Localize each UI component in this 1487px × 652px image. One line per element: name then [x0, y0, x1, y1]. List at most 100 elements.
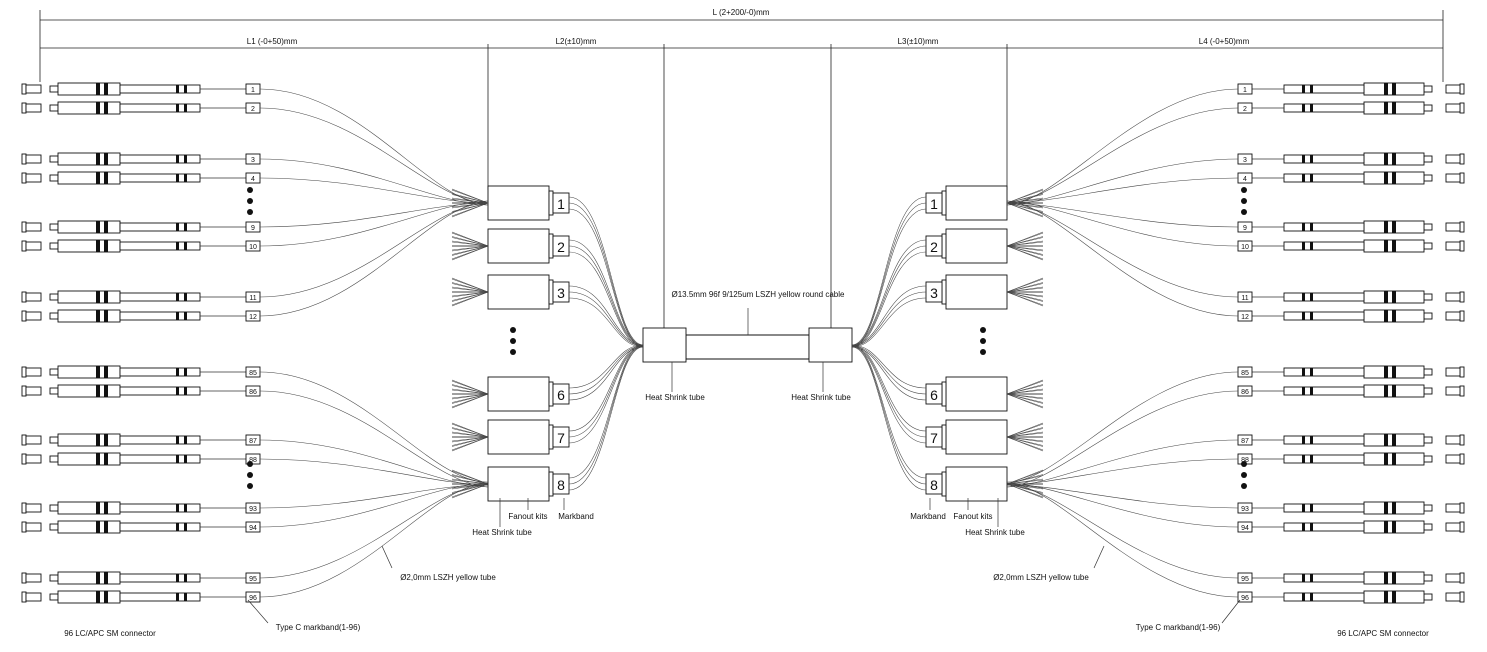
latch: [1384, 521, 1388, 533]
fiber-route: [568, 345, 644, 485]
ferrule: [49, 155, 59, 163]
connector-number: 95: [1241, 576, 1249, 583]
fiber-route: [851, 344, 927, 389]
boot: [1283, 173, 1365, 183]
boot-ring: [184, 574, 187, 582]
fiber-line: [451, 245, 489, 247]
latch: [1384, 102, 1388, 114]
ferrule: [1423, 242, 1433, 250]
boot-ring: [176, 387, 179, 395]
lc-connector: 88: [21, 452, 489, 486]
dust-cap: [25, 386, 42, 396]
latch: [104, 366, 108, 378]
fiber-line: [451, 380, 489, 395]
fiber-line: [1006, 283, 1044, 293]
fanout-number: 7: [557, 430, 565, 446]
heat-shrink-collar: [548, 471, 554, 497]
fiber-route: [1006, 88, 1239, 206]
dust-cap-end: [21, 572, 27, 584]
dust-cap: [1445, 367, 1461, 377]
ferrule: [49, 223, 59, 231]
fiber-line: [451, 237, 489, 247]
dust-cap-end: [21, 83, 27, 95]
latch: [104, 434, 108, 446]
connector-number: 12: [1241, 314, 1249, 321]
boot: [1283, 454, 1365, 464]
boot-ring: [184, 593, 187, 601]
fiber-route: [1006, 390, 1239, 488]
boot-ring: [1302, 593, 1305, 601]
boot-ring: [176, 368, 179, 376]
ferrule: [1423, 593, 1433, 601]
fanout-kit: 8: [451, 344, 644, 502]
fanout-number: 8: [930, 477, 938, 493]
dust-cap: [25, 154, 42, 164]
boot-ring: [1302, 523, 1305, 531]
fiber-route: [1006, 484, 1239, 509]
boot: [1283, 222, 1365, 232]
connector-body: [57, 590, 121, 604]
boot-ring: [1310, 242, 1313, 250]
boot-ring: [1302, 504, 1305, 512]
dust-cap-end: [1459, 591, 1465, 603]
dust-cap: [25, 103, 42, 113]
ferrule: [1423, 436, 1433, 444]
connector-body: [57, 520, 121, 534]
boot: [1283, 367, 1365, 377]
fiber-route: [851, 346, 927, 491]
boot-ring: [184, 387, 187, 395]
dust-cap: [25, 435, 42, 445]
fanout-kit: 3: [851, 274, 1044, 348]
lc-connector: 95: [1006, 484, 1465, 585]
latch: [1392, 591, 1396, 603]
fiber-route: [568, 239, 644, 346]
fiber-line: [451, 283, 489, 293]
lc-connector: 96: [21, 482, 489, 604]
connector-left-label: 96 LC/APC SM connector: [64, 629, 156, 638]
fiber-route: [259, 158, 489, 206]
ellipsis-dot: [1241, 209, 1247, 215]
connector-number: 11: [249, 295, 256, 302]
fiber-line: [1006, 483, 1044, 485]
ellipsis-dot: [1241, 198, 1247, 204]
boot-ring: [1310, 593, 1313, 601]
boot: [119, 435, 201, 445]
lc-connector: 1: [1006, 82, 1465, 206]
fanout-body: [945, 185, 1008, 221]
connector-number: 4: [1243, 176, 1247, 183]
ellipsis-dot: [510, 349, 516, 355]
dust-cap-end: [1459, 453, 1465, 465]
fiber-line: [1006, 380, 1044, 395]
connector-number: 87: [249, 438, 257, 445]
boot-ring: [184, 155, 187, 163]
fiber-route: [1006, 202, 1239, 298]
boot: [119, 386, 201, 396]
dust-cap: [1445, 573, 1461, 583]
ferrule: [49, 436, 59, 444]
latch: [1384, 591, 1388, 603]
dimension-lines: [39, 10, 1444, 330]
tube-left-label: Ø2,0mm LSZH yellow tube: [400, 573, 496, 582]
dust-cap-end: [21, 453, 27, 465]
latch: [104, 453, 108, 465]
connector-body: [57, 501, 121, 515]
connector-number: 9: [1243, 225, 1247, 232]
fiber-line: [451, 393, 489, 395]
dust-cap-end: [21, 502, 27, 514]
connector-number: 96: [1241, 595, 1249, 602]
latch: [1384, 310, 1388, 322]
latch: [1384, 221, 1388, 233]
latch: [96, 453, 100, 465]
latch: [104, 83, 108, 95]
dust-cap-end: [21, 172, 27, 184]
dust-cap-end: [1459, 434, 1465, 446]
dust-cap: [1445, 292, 1461, 302]
lc-connector: 2: [21, 101, 489, 204]
boot-ring: [184, 242, 187, 250]
fanout-number: 3: [930, 285, 938, 301]
boot: [119, 311, 201, 321]
fiber-line: [451, 291, 489, 297]
dust-cap-end: [1459, 502, 1465, 514]
